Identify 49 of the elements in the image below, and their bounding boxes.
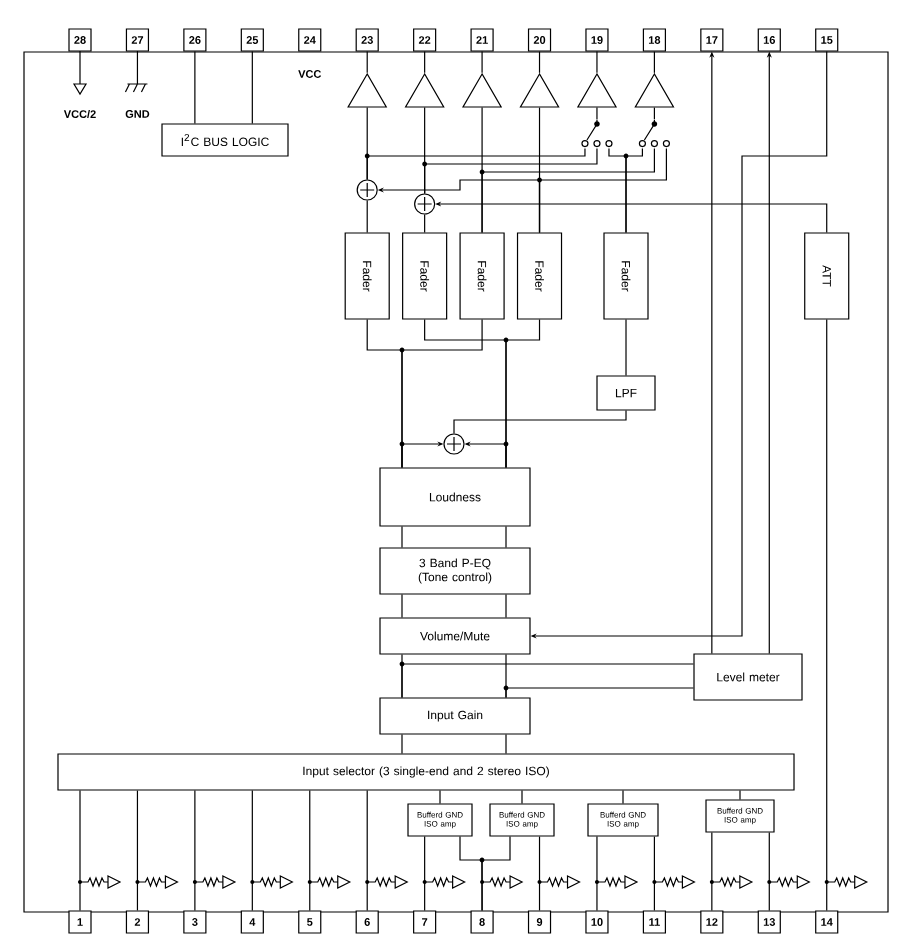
signal-line <box>521 790 523 804</box>
signal-line <box>401 594 403 618</box>
signal-line <box>136 790 139 911</box>
signal-line <box>366 148 586 180</box>
signal-line <box>826 319 828 911</box>
signal-line <box>439 790 441 804</box>
signal-line <box>538 51 541 74</box>
adder-symbol <box>443 433 465 455</box>
signal-line <box>768 832 770 911</box>
signal-line <box>251 51 253 124</box>
signal-line <box>653 51 655 74</box>
signal-line <box>481 836 511 911</box>
signal-line <box>194 790 196 911</box>
signal-line <box>79 790 81 911</box>
signal-line <box>424 148 598 194</box>
signal-line <box>711 832 713 911</box>
signal-line <box>653 836 655 911</box>
signal-line <box>739 790 741 800</box>
signal-line <box>309 790 311 911</box>
adder-symbol <box>414 193 436 215</box>
signal-line <box>401 734 403 754</box>
signal-line <box>251 790 253 911</box>
signal-line <box>194 51 196 124</box>
signal-line <box>481 148 655 233</box>
signal-line <box>505 526 507 548</box>
signal-line <box>538 836 541 911</box>
signal-line <box>622 790 624 804</box>
signal-line <box>424 836 426 911</box>
signal-line <box>505 734 507 754</box>
signal-line <box>625 319 627 376</box>
signal-line <box>453 410 627 434</box>
signal-line <box>424 51 426 74</box>
signal-line <box>366 200 368 233</box>
signal-line <box>424 214 426 233</box>
signal-line <box>653 107 655 120</box>
signal-line <box>366 51 368 74</box>
signal-line <box>366 790 368 911</box>
signal-line <box>401 663 694 698</box>
adder-symbol <box>356 179 378 201</box>
switch-symbol <box>581 119 613 148</box>
signal-line <box>596 836 598 911</box>
signal-line <box>481 51 483 74</box>
signal-line <box>505 594 507 618</box>
signal-line <box>625 148 643 233</box>
signal-line <box>596 107 598 120</box>
signal-line <box>401 526 403 548</box>
switch-symbol <box>638 119 670 148</box>
signal-line <box>505 687 694 698</box>
signal-line <box>596 51 598 74</box>
